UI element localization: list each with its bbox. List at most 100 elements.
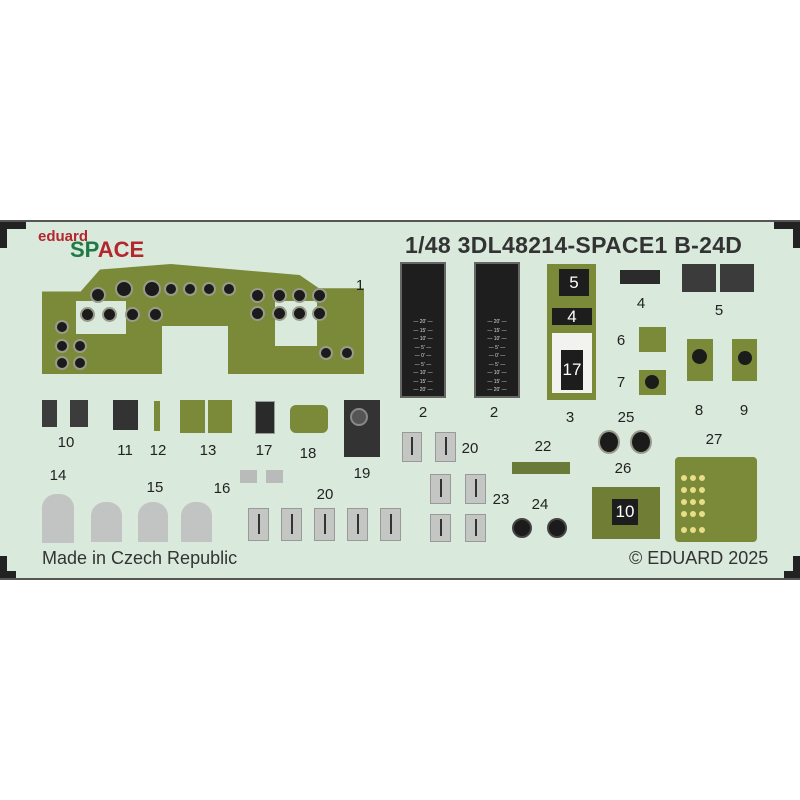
gauge-icon (292, 288, 307, 303)
lamp (699, 475, 705, 481)
switch-plate (430, 474, 451, 504)
corner-mark (793, 222, 800, 248)
gauge-icon (164, 282, 178, 296)
sheet-title: 1/48 3DL48214-SPACE1 B-24D (405, 232, 743, 258)
part-label: 14 (49, 467, 67, 484)
switch-plate (380, 508, 401, 541)
switch-plate (248, 508, 269, 541)
corner-mark (784, 571, 800, 578)
lamp (681, 499, 687, 505)
part-13 (208, 400, 232, 433)
dial-icon (692, 349, 707, 364)
dial-icon (350, 408, 368, 426)
part-label: 20 (461, 440, 479, 457)
lamp (690, 487, 696, 493)
switch-plate (402, 432, 422, 462)
gauge-icon (272, 288, 287, 303)
lamp (699, 511, 705, 517)
part-3-plate: 5 4 17 (547, 264, 596, 400)
gauge-icon (90, 287, 106, 303)
part-22 (512, 462, 570, 474)
lamp (681, 475, 687, 481)
corner-mark (0, 571, 16, 578)
scale-strip: — 20' — — 15' — — 10' — — 5' — — 0' — — … (474, 262, 520, 398)
logo-eduard: eduard (38, 228, 89, 245)
part-label: 9 (739, 402, 749, 419)
scale-marks: — 20' — — 15' — — 10' — — 5' — — 0' — — … (413, 319, 433, 393)
gauge-icon (312, 288, 327, 303)
box-label: 5 (559, 269, 589, 296)
box-label: 10 (612, 499, 638, 525)
scale-marks: — 20' — — 15' — — 10' — — 5' — — 0' — — … (487, 319, 507, 393)
lamp (681, 527, 687, 533)
made-in-text: Made in Czech Republic (42, 548, 238, 568)
part-label: 5 (714, 302, 724, 319)
part-label: 13 (199, 442, 217, 459)
part-16 (240, 470, 257, 483)
gauge-icon (115, 280, 133, 298)
gauge-icon (183, 282, 197, 296)
part-15 (181, 502, 212, 542)
part-27 (675, 457, 757, 542)
lamp (699, 487, 705, 493)
logo-space-b: ACE (97, 237, 145, 262)
part-label: 20 (316, 486, 334, 503)
part-6 (639, 327, 666, 352)
switch-plate (281, 508, 302, 541)
knob-icon (547, 518, 567, 538)
part-18 (290, 405, 328, 433)
gauge-icon (340, 346, 354, 360)
lamp (681, 511, 687, 517)
switch-plate (430, 514, 451, 542)
part-15 (91, 502, 122, 542)
part-label: 19 (353, 465, 371, 482)
part-label: 3 (565, 409, 575, 426)
part-label: 8 (694, 402, 704, 419)
switch-plate (347, 508, 368, 541)
gauge-icon (272, 306, 287, 321)
corner-mark (793, 556, 800, 578)
gauge-icon (250, 306, 265, 321)
part-17 (255, 401, 275, 434)
part-9 (732, 339, 757, 381)
lamp (699, 499, 705, 505)
part-10 (70, 400, 88, 427)
part-label: 23 (492, 491, 510, 508)
switch-plate (465, 514, 486, 542)
decal-sheet: eduard SPACE 1/48 3DL48214-SPACE1 B-24D … (0, 220, 800, 580)
part-label: 24 (531, 496, 549, 513)
part-label: 16 (213, 480, 231, 497)
gauge-icon (102, 307, 117, 322)
part-label: 27 (705, 431, 723, 448)
gauge-icon (148, 307, 163, 322)
gauge-icon (55, 339, 69, 353)
gauge-icon (250, 288, 265, 303)
gauge-icon (222, 282, 236, 296)
lamp (699, 527, 705, 533)
part-13 (180, 400, 205, 433)
scale-strip: — 20' — — 15' — — 10' — — 5' — — 0' — — … (400, 262, 446, 398)
part-label: 17 (255, 442, 273, 459)
lamp (690, 527, 696, 533)
dial-icon (738, 351, 752, 365)
gauge-icon (73, 339, 87, 353)
part-label: 4 (636, 295, 646, 312)
part-label: 15 (146, 479, 164, 496)
knob-icon (512, 518, 532, 538)
part-label: 12 (149, 442, 167, 459)
part-label: 26 (614, 460, 632, 477)
part-label: 18 (299, 445, 317, 462)
gauge-icon (292, 306, 307, 321)
part-16 (266, 470, 283, 483)
gauge-icon (80, 307, 95, 322)
gauge-icon (202, 282, 216, 296)
part-5 (720, 264, 754, 292)
switch-plate (314, 508, 335, 541)
part-26: 10 (592, 487, 660, 539)
part-label: 7 (616, 374, 626, 391)
lamp (690, 475, 696, 481)
part-5 (682, 264, 716, 292)
part-label: 22 (534, 438, 552, 455)
part-label: 11 (117, 442, 133, 459)
box-label: 4 (552, 307, 592, 326)
